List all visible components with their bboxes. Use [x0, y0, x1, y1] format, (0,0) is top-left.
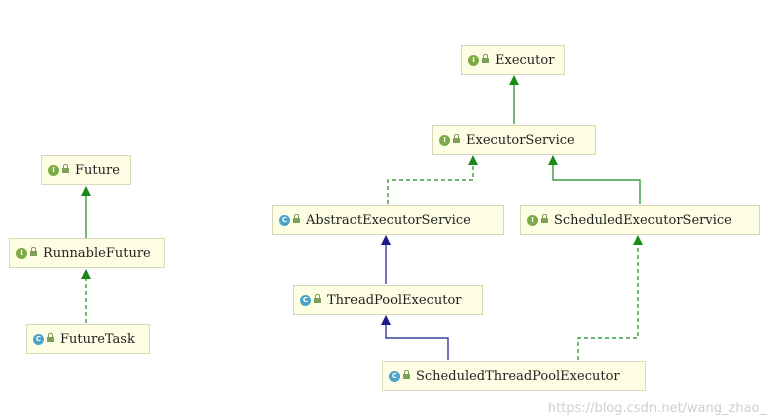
class-node-label: FutureTask — [60, 331, 135, 347]
class-node-label: ScheduledThreadPoolExecutor — [416, 368, 620, 384]
interface-icon: I — [468, 54, 479, 66]
interface-icon: I — [16, 247, 27, 259]
public-lock-icon — [541, 214, 548, 223]
class-icon: C — [33, 333, 44, 345]
public-lock-icon — [47, 333, 54, 342]
public-lock-icon — [293, 214, 300, 223]
public-lock-icon — [482, 54, 489, 63]
public-lock-icon — [453, 134, 460, 143]
class-node-future[interactable]: I Future — [41, 155, 131, 185]
watermark-text: https://blog.csdn.net/wang_zhao_ — [547, 401, 766, 416]
edge-abstractexecutorservice-executorservice — [387, 155, 478, 204]
edge-scheduledthreadpoolexecutor-threadpoolexecutor — [381, 315, 449, 360]
interface-icon: I — [527, 214, 538, 226]
public-lock-icon — [30, 247, 37, 256]
class-node-label: AbstractExecutorService — [306, 212, 471, 228]
edge-scheduledthreadpoolexecutor-scheduledexecutorservice — [577, 235, 643, 360]
interface-icon: I — [48, 164, 59, 176]
class-node-label: ExecutorService — [466, 132, 575, 148]
class-node-abstract-executor-service[interactable]: C AbstractExecutorService — [272, 205, 504, 235]
class-node-thread-pool-executor[interactable]: C ThreadPoolExecutor — [293, 285, 483, 315]
class-node-future-task[interactable]: C FutureTask — [26, 324, 150, 354]
public-lock-icon — [314, 294, 321, 303]
class-icon: C — [389, 370, 400, 382]
class-node-executor[interactable]: I Executor — [461, 45, 565, 75]
public-lock-icon — [403, 370, 410, 379]
class-icon: C — [300, 294, 311, 306]
class-node-runnable-future[interactable]: I RunnableFuture — [9, 238, 165, 268]
public-lock-icon — [62, 164, 69, 173]
class-node-label: RunnableFuture — [43, 245, 151, 261]
class-node-label: ScheduledExecutorService — [554, 212, 732, 228]
class-node-label: ThreadPoolExecutor — [327, 292, 462, 308]
class-node-executor-service[interactable]: I ExecutorService — [432, 125, 596, 155]
class-node-label: Future — [75, 162, 120, 178]
class-node-scheduled-thread-pool-executor[interactable]: C ScheduledThreadPoolExecutor — [382, 361, 646, 391]
edge-scheduledexecutorservice-executorservice — [548, 155, 641, 204]
class-icon: C — [279, 214, 290, 226]
class-node-label: Executor — [495, 52, 555, 68]
interface-icon: I — [439, 134, 450, 146]
class-node-scheduled-executor-service[interactable]: I ScheduledExecutorService — [520, 205, 760, 235]
